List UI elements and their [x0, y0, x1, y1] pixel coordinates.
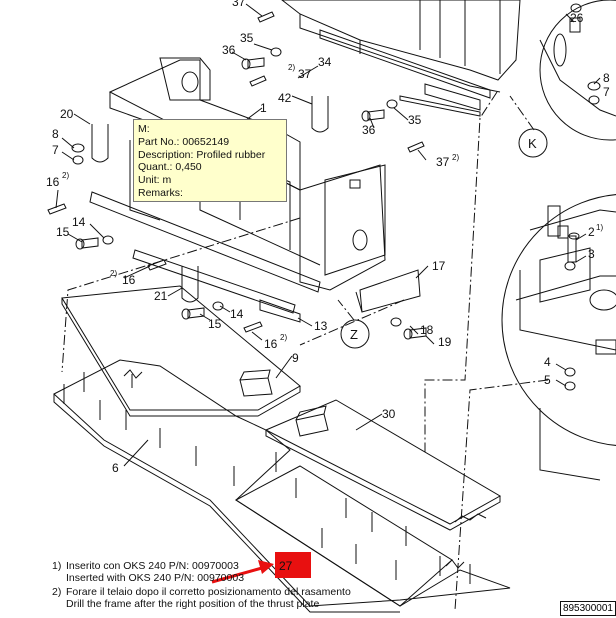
block-9	[239, 377, 273, 397]
rubber-plate-9	[61, 285, 301, 411]
detail-view-upper	[539, 0, 616, 141]
callout-5r: 5	[544, 373, 551, 387]
tooltip-unit: Unit: m	[138, 174, 172, 187]
callout-3r: 3	[588, 247, 595, 261]
callout-35a: 35	[240, 31, 254, 45]
callout-37c: 37	[436, 155, 450, 169]
detail-boundary-lines	[61, 91, 549, 611]
callout-16a-sup: 2)	[62, 171, 69, 180]
callout-4r: 4	[544, 355, 551, 369]
thrust-strips	[89, 191, 321, 323]
callout-16b-sup: 2)	[110, 269, 117, 278]
plate-17	[359, 269, 421, 313]
callout-35b: 35	[408, 113, 422, 127]
callout-36b: 36	[362, 123, 376, 137]
callout-21: 21	[154, 289, 168, 303]
callout-36a: 36	[222, 43, 236, 57]
callout-15b: 15	[208, 317, 222, 331]
callout-8: 8	[52, 127, 59, 141]
leader-lines	[55, 3, 601, 467]
callout-16c-sup: 2)	[280, 333, 287, 342]
part-hotspot-27[interactable]: 27	[275, 552, 311, 578]
screws	[75, 57, 427, 340]
callout-14b: 14	[230, 307, 244, 321]
callout-7: 7	[52, 143, 59, 157]
callout-6: 6	[112, 461, 119, 475]
detail-view-lower	[501, 194, 616, 446]
plate-studs	[63, 372, 471, 584]
note-2-italian: Forare il telaio dopo il corretto posizi…	[66, 586, 351, 598]
callout-2r: 2	[588, 225, 595, 239]
tooltip-part-no: Part No.: 00652149	[138, 135, 230, 148]
tooltip-quantity: Quant.: 0,450	[138, 161, 202, 174]
base-plate-27[interactable]	[235, 465, 453, 607]
note-2-english: Drill the frame after the right position…	[66, 598, 320, 610]
detail-label-k: K	[528, 136, 537, 151]
washers	[71, 3, 601, 391]
callout-37c-sup: 2)	[452, 153, 459, 162]
tooltip-remarks: Remarks:	[138, 186, 183, 199]
tooltip-title: M:	[138, 123, 150, 135]
note-1-marker: 1)	[52, 560, 62, 572]
callout-16a: 16	[46, 175, 60, 189]
drawing-number: 895300001	[559, 601, 616, 616]
callout-37b-sup: 2)	[288, 63, 295, 72]
u-bolts	[91, 96, 329, 303]
upper-frame	[281, 0, 521, 117]
callout-15a: 15	[56, 225, 70, 239]
callout-37a: 37	[232, 0, 246, 9]
pins	[47, 11, 425, 333]
hotspot-arrow	[211, 560, 274, 584]
callout-8r: 8	[603, 71, 610, 85]
note-1-italian: Inserito con OKS 240 P/N: 00970003	[66, 560, 239, 572]
callout-20: 20	[60, 107, 74, 121]
callout-26: 26	[570, 11, 584, 25]
callout-18: 18	[420, 323, 434, 337]
callout-2r-sup: 1)	[596, 223, 603, 232]
callout-7r: 7	[603, 85, 610, 99]
callout-42: 42	[278, 91, 292, 105]
callout-14a: 14	[72, 215, 86, 229]
callout-1: 1	[260, 101, 267, 115]
note-2-marker: 2)	[52, 586, 62, 598]
detail-circle-z[interactable]	[340, 319, 370, 349]
callout-19: 19	[438, 335, 452, 349]
callout-13: 13	[314, 319, 328, 333]
detail-label-z: Z	[350, 327, 358, 342]
callout-labels: 37 26 8 7 36 35 34 2) 37 42 1 36 35 37 2…	[46, 0, 610, 475]
callout-17: 17	[432, 259, 446, 273]
detail-circle-k[interactable]	[518, 128, 548, 158]
callout-37b: 37	[298, 67, 312, 81]
callout-9: 9	[292, 351, 299, 365]
callout-16b: 16	[122, 273, 136, 287]
part-tooltip: M: Part No.: 00652149 Description: Profi…	[133, 119, 287, 202]
tooltip-description: Description: Profiled rubber	[138, 148, 266, 161]
callout-16c: 16	[264, 337, 278, 351]
callout-30: 30	[382, 407, 396, 421]
note-1-english: Inserted with OKS 240 P/N: 00970003	[66, 572, 245, 584]
callout-34: 34	[318, 55, 332, 69]
